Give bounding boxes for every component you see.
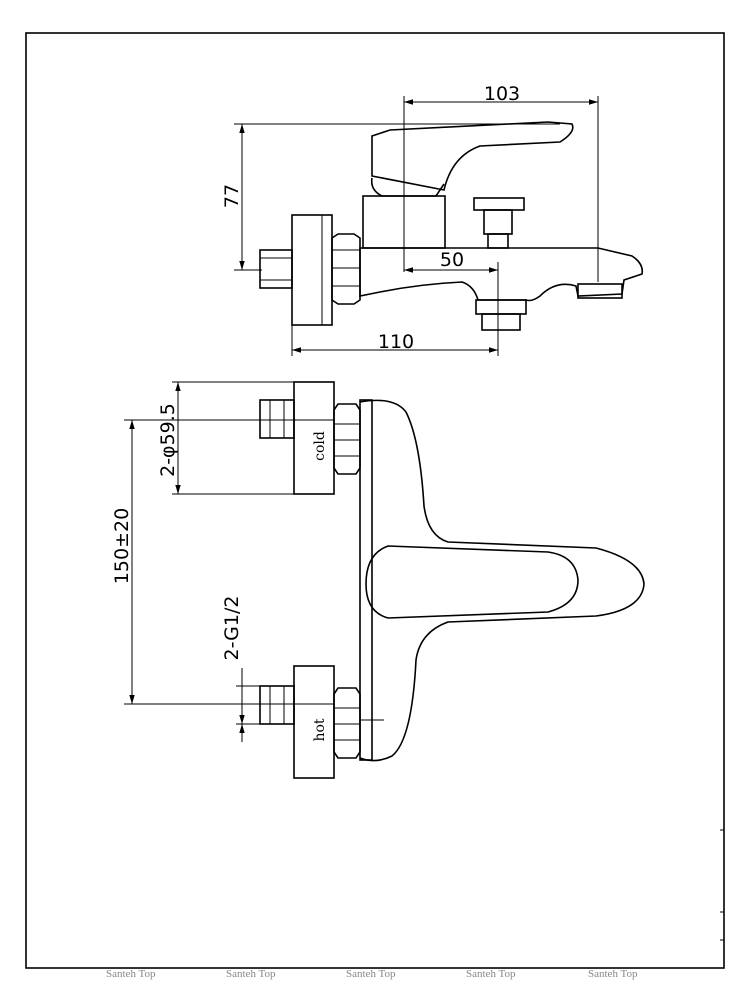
side-shower-outlet [475,299,527,315]
dim-50-label: 50 [440,249,464,271]
side-hex-nut [331,233,361,305]
watermark: Santeh Top [106,968,156,980]
side-body-spout [359,247,644,302]
dim-pipe-diameter: 2-φ59.5 [157,381,294,495]
front-body-outline [359,399,645,762]
side-view: 103 77 50 110 [221,83,644,356]
dim-103: 103 [403,83,599,282]
drawing-border [25,32,725,969]
dim-77-label: 77 [221,184,243,208]
watermark: Santeh Top [226,968,276,980]
dim-103-label: 103 [484,83,520,105]
hot-nipple [259,685,295,725]
side-inlet-nipple [259,249,293,289]
front-view: cold hot 2-φ59.5 150±20 [111,381,645,779]
edge-ticks [720,829,724,941]
side-wall-flange [291,214,333,326]
watermark: Santeh Top [588,968,638,980]
watermark: Santeh Top [466,968,516,980]
watermark-row: Santeh Top Santeh Top Santeh Top Santeh … [106,968,638,980]
dim-thread-label: 2-G1/2 [221,596,243,661]
dim-110: 110 [291,325,498,356]
cold-nipple [259,399,295,439]
side-spout-outlet [577,283,623,299]
hot-label: hot [312,718,328,741]
dim-77: 77 [221,123,560,271]
front-lever [365,545,579,619]
dim-pipe-diameter-label: 2-φ59.5 [157,403,179,477]
hot-hex-nut [333,687,361,759]
dim-center-distance-label: 150±20 [111,508,133,584]
cold-hex-nut [333,403,361,475]
side-lever-handle [371,121,574,191]
cold-label: cold [312,431,328,461]
dim-110-label: 110 [378,331,414,353]
dim-center-distance: 150±20 [111,419,334,705]
watermark: Santeh Top [346,968,396,980]
side-diverter-knob [473,197,525,211]
dim-thread: 2-G1/2 [221,596,260,742]
dim-50: 50 [404,249,499,356]
